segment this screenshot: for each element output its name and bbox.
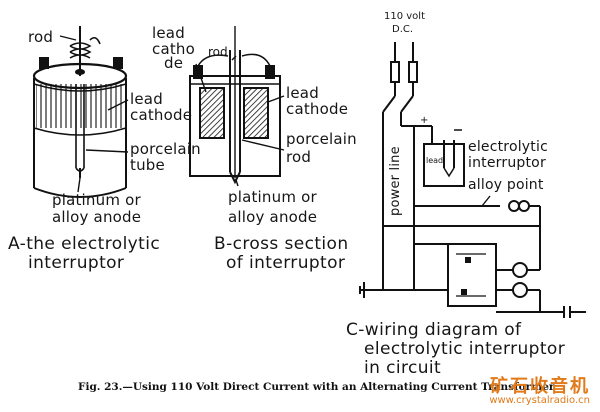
- a-label-alloy: alloy anode: [52, 208, 142, 226]
- c-label-alloy-point: alloy point: [468, 177, 544, 193]
- watermark-text: 矿石收音机: [490, 376, 590, 397]
- a-label-lead: lead: [130, 90, 163, 108]
- c-caption-1: C-wiring diagram of: [346, 320, 522, 340]
- b-label-alloy: alloy anode: [228, 208, 318, 226]
- c-label-volt: 110 volt: [384, 11, 426, 22]
- a-label-platinum: platinum or: [52, 191, 141, 209]
- b-label-lead2: lead: [286, 84, 319, 102]
- c-label-lead-small: lead: [426, 156, 444, 165]
- c-caption-3: in circuit: [364, 358, 442, 378]
- b-label-lead: lead: [152, 24, 185, 42]
- b-caption-2: of interruptor: [226, 253, 346, 273]
- b-caption-1: B-cross section: [214, 234, 349, 254]
- figure-c-wiring: [359, 42, 586, 318]
- c-label-dc: D.C.: [392, 24, 414, 35]
- c-label-electrolytic: electrolytic: [468, 139, 548, 155]
- b-label-cathode2: cathode: [286, 100, 349, 118]
- b-label-platinum: platinum or: [228, 188, 317, 206]
- watermark-url: www.crystalradio.cn: [489, 395, 590, 406]
- a-label-cathode: cathode: [130, 106, 193, 124]
- figure-b-cross-section: [189, 26, 285, 187]
- b-label-rod: rod: [286, 148, 312, 166]
- b-label-de: de: [164, 54, 184, 72]
- figure-caption: Fig. 23.—Using 110 Volt Direct Current w…: [78, 381, 555, 393]
- b-label-rod-top: rod: [208, 45, 228, 59]
- a-caption-1: A-the electrolytic: [8, 234, 161, 254]
- figure-a-jar: [32, 26, 129, 198]
- a-label-tube: tube: [130, 156, 165, 174]
- c-caption-2: electrolytic interruptor: [364, 339, 566, 359]
- c-label-plus: +: [420, 115, 429, 126]
- a-caption-2: interruptor: [28, 253, 125, 273]
- b-label-porcelain: porcelain: [286, 130, 357, 148]
- a-label-porcelain: porcelain: [130, 140, 201, 158]
- c-label-power-line: power line: [388, 146, 403, 216]
- c-label-interruptor: interruptor: [468, 155, 546, 171]
- b-label-catho: catho: [152, 40, 196, 58]
- a-label-rod: rod: [28, 28, 54, 46]
